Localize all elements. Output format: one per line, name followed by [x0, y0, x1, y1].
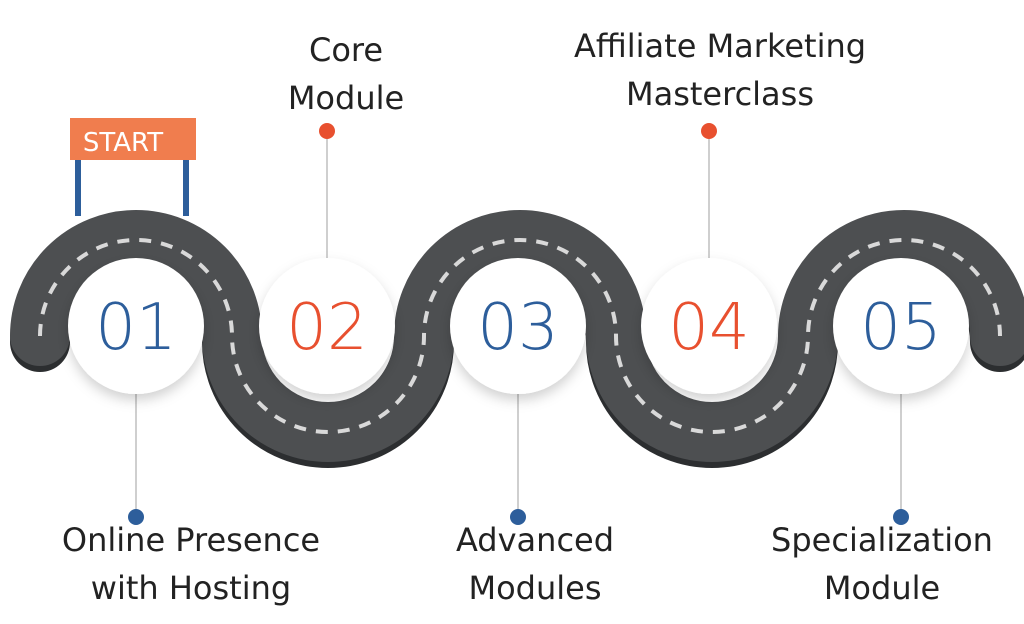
step-dot-04: [701, 123, 717, 139]
start-sign-banner: [70, 118, 196, 160]
step-title-05-line-1: Specialization: [771, 521, 993, 559]
step-number-05: 05: [860, 291, 941, 365]
step-title-03-line-1: Advanced: [455, 521, 615, 559]
start-sign-text: START: [83, 128, 163, 158]
step-circle-03: 03: [450, 258, 586, 394]
start-sign-pole-left: [75, 150, 81, 216]
winding-road: [10, 210, 1024, 468]
road-center-dashes: [38, 238, 1002, 434]
step-circle-05: 05: [833, 258, 969, 394]
step-title-01-line-2: with Hosting: [90, 569, 292, 607]
step-title-05: Specialization Module: [760, 516, 1004, 612]
step-dot-01: [128, 509, 144, 525]
step-circle-01: 01: [68, 258, 204, 394]
start-sign: START: [70, 118, 196, 216]
step-title-04-line-2: Masterclass: [625, 75, 814, 113]
step-title-02: Core Module: [246, 26, 446, 122]
step-number-01: 01: [95, 291, 176, 365]
step-title-03: Advanced Modules: [420, 516, 650, 612]
step-title-01-line-1: Online Presence: [61, 521, 321, 559]
step-number-02: 02: [286, 291, 367, 365]
step-title-04-line-1: Affiliate Marketing: [573, 27, 867, 65]
step-title-05-line-2: Module: [823, 569, 941, 607]
step-connectors: [128, 123, 909, 525]
step-title-04: Affiliate Marketing Masterclass: [560, 22, 880, 118]
step-title-01: Online Presence with Hosting: [40, 516, 342, 612]
step-number-03: 03: [477, 291, 558, 365]
step-dot-02: [319, 123, 335, 139]
step-title-02-line-1: Core: [308, 31, 384, 69]
step-number-04: 04: [668, 291, 749, 365]
step-dot-05: [893, 509, 909, 525]
step-title-02-line-2: Module: [287, 79, 405, 117]
step-circles: 01 02 03 04 05: [68, 258, 969, 394]
start-sign-pole-right: [183, 150, 189, 216]
step-dot-03: [510, 509, 526, 525]
step-circle-04: 04: [641, 258, 777, 394]
step-title-03-line-2: Modules: [468, 569, 602, 607]
step-circle-02: 02: [259, 258, 395, 394]
